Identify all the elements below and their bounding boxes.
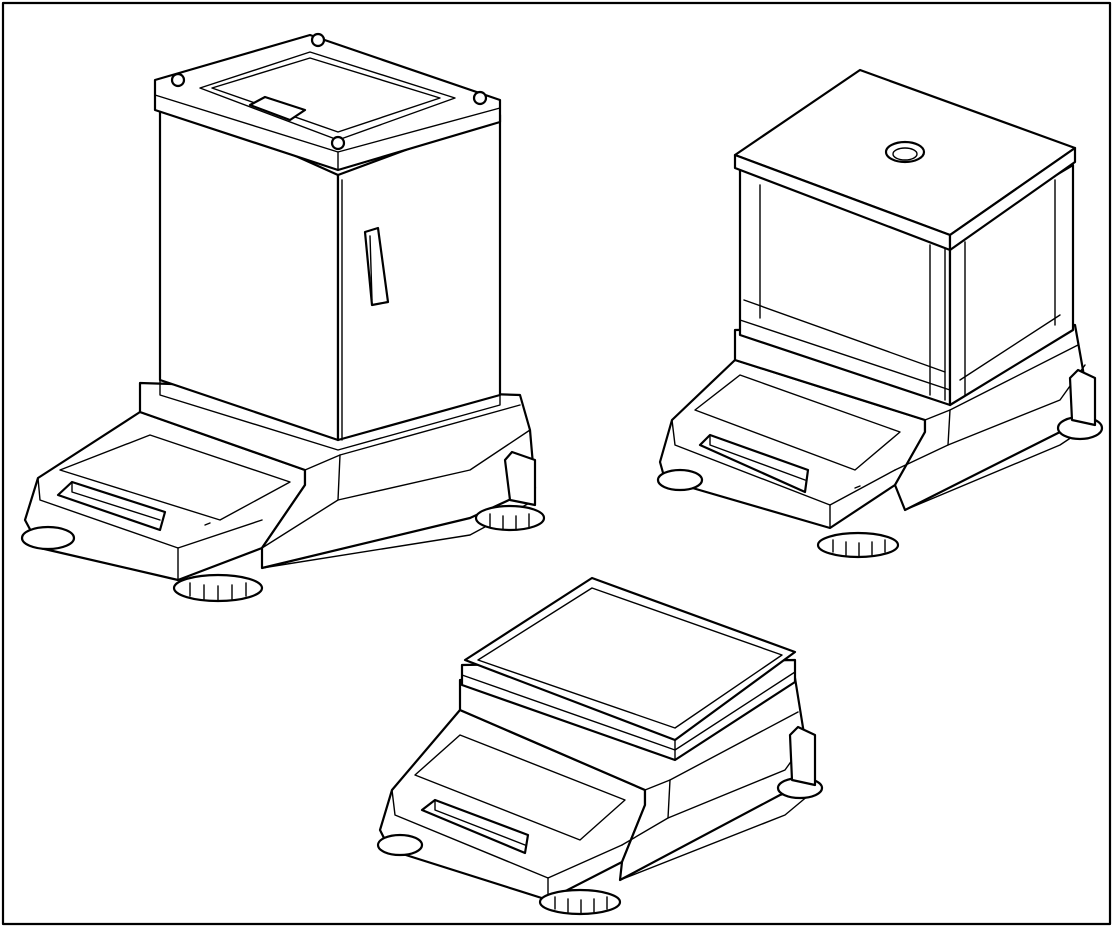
balance-open-pan <box>376 576 824 916</box>
weighing-pan <box>460 576 797 762</box>
balance-glass-draft-shield <box>656 68 1104 559</box>
feet-3 <box>376 776 824 916</box>
balance-tall-draft-shield <box>20 32 546 603</box>
base-1 <box>20 381 546 603</box>
draft-shield-1 <box>153 32 502 451</box>
base-3 <box>376 676 824 916</box>
feet-1 <box>20 504 546 603</box>
draft-shield-2 <box>733 68 1077 407</box>
